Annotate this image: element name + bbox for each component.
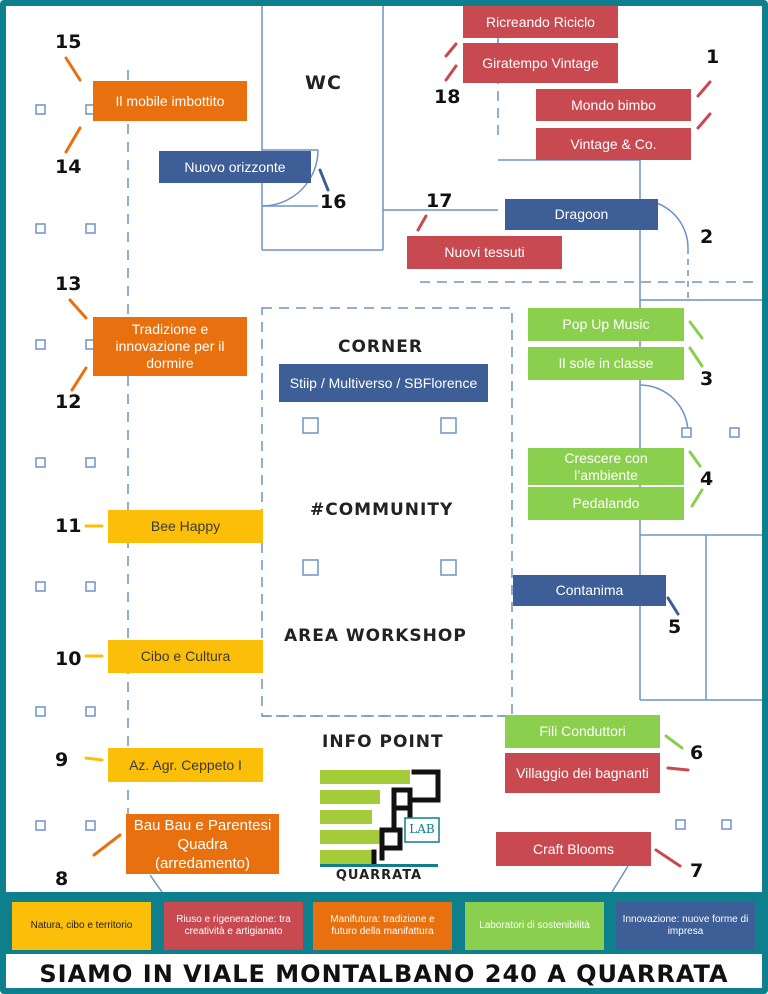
- stand-az-agr-ceppeto[interactable]: Az. Agr. Ceppeto I: [108, 748, 263, 782]
- stand-number: 16: [320, 191, 347, 213]
- stand-number: 14: [55, 156, 82, 178]
- stand-vintage-co[interactable]: Vintage & Co.: [536, 128, 691, 160]
- stand-nuovo-orizzonte[interactable]: Nuovo orizzonte: [159, 151, 311, 183]
- stand-giratempo-vintage[interactable]: Giratempo Vintage: [463, 43, 618, 83]
- stand-number: 11: [55, 515, 82, 537]
- stand-number: 13: [55, 273, 82, 295]
- stand-number: 2: [700, 226, 714, 248]
- stand-number: 5: [668, 616, 682, 638]
- legend-innovazione: Innovazione: nuove forme di impresa: [616, 902, 755, 950]
- stand-number: 7: [690, 860, 704, 882]
- stand-crescere-ambiente[interactable]: Crescere con l’ambiente: [528, 448, 684, 485]
- zone-wc: WC: [305, 72, 342, 94]
- stand-number: 3: [700, 368, 714, 390]
- legend-laboratori: Laboratori di sostenibilità: [465, 902, 604, 950]
- footer-address: SIAMO IN VIALE MONTALBANO 240 A QUARRATA: [39, 960, 729, 988]
- stand-dragoon[interactable]: Dragoon: [505, 199, 658, 230]
- stand-sole-in-classe[interactable]: Il sole in classe: [528, 347, 684, 380]
- logo-lab: LAB: [409, 822, 435, 836]
- stand-ricreando-riciclo[interactable]: Ricreando Riciclo: [463, 6, 618, 38]
- stand-number: 15: [55, 31, 82, 53]
- stand-craft-blooms[interactable]: Craft Blooms: [496, 832, 651, 866]
- stand-number: 1: [706, 46, 720, 68]
- stand-nuovi-tessuti[interactable]: Nuovi tessuti: [407, 236, 562, 269]
- legend-manifutura: Manifutura: tradizione e futuro della ma…: [313, 902, 452, 950]
- stand-number: 12: [55, 391, 82, 413]
- stand-stiip-multiverso[interactable]: Stiip / Multiverso / SBFlorence: [279, 364, 488, 402]
- stand-number: 8: [55, 868, 69, 890]
- poplab-logo: [320, 769, 441, 867]
- stand-pop-up-music[interactable]: Pop Up Music: [528, 308, 684, 341]
- stand-fili-conduttori[interactable]: Fili Conduttori: [505, 715, 660, 748]
- stand-contanima[interactable]: Contanima: [513, 575, 666, 606]
- stand-villaggio-bagnanti[interactable]: Villaggio dei bagnanti: [505, 753, 660, 793]
- stand-tradizione-innovazione[interactable]: Tradizione e innovazione per il dormire: [93, 317, 247, 376]
- stand-number: 18: [434, 86, 461, 108]
- stand-number: 4: [700, 468, 714, 490]
- stand-mobile-imbottito[interactable]: Il mobile imbottito: [93, 81, 247, 121]
- stand-cibo-cultura[interactable]: Cibo e Cultura: [108, 640, 263, 673]
- logo-town: QUARRATA: [335, 868, 423, 883]
- stand-number: 9: [55, 749, 69, 771]
- legend-riuso: Riuso e rigenerazione: tra creatività e …: [164, 902, 303, 950]
- zone-corner: CORNER: [338, 337, 423, 357]
- zone-workshop: AREA WORKSHOP: [284, 626, 467, 646]
- zone-info-point: INFO POINT: [322, 732, 444, 752]
- stand-number: 6: [690, 742, 704, 764]
- stand-number: 17: [426, 190, 453, 212]
- stand-bee-happy[interactable]: Bee Happy: [108, 510, 263, 543]
- stand-number: 10: [55, 648, 82, 670]
- zone-community: #COMMUNITY: [310, 500, 454, 520]
- legend-natura: Natura, cibo e territorio: [12, 902, 151, 950]
- stand-pedalando[interactable]: Pedalando: [528, 487, 684, 520]
- stand-mondo-bimbo[interactable]: Mondo bimbo: [536, 89, 691, 121]
- stand-bau-bau-parentesi[interactable]: Bau Bau e Parentesi Quadra (arredamento): [126, 814, 279, 874]
